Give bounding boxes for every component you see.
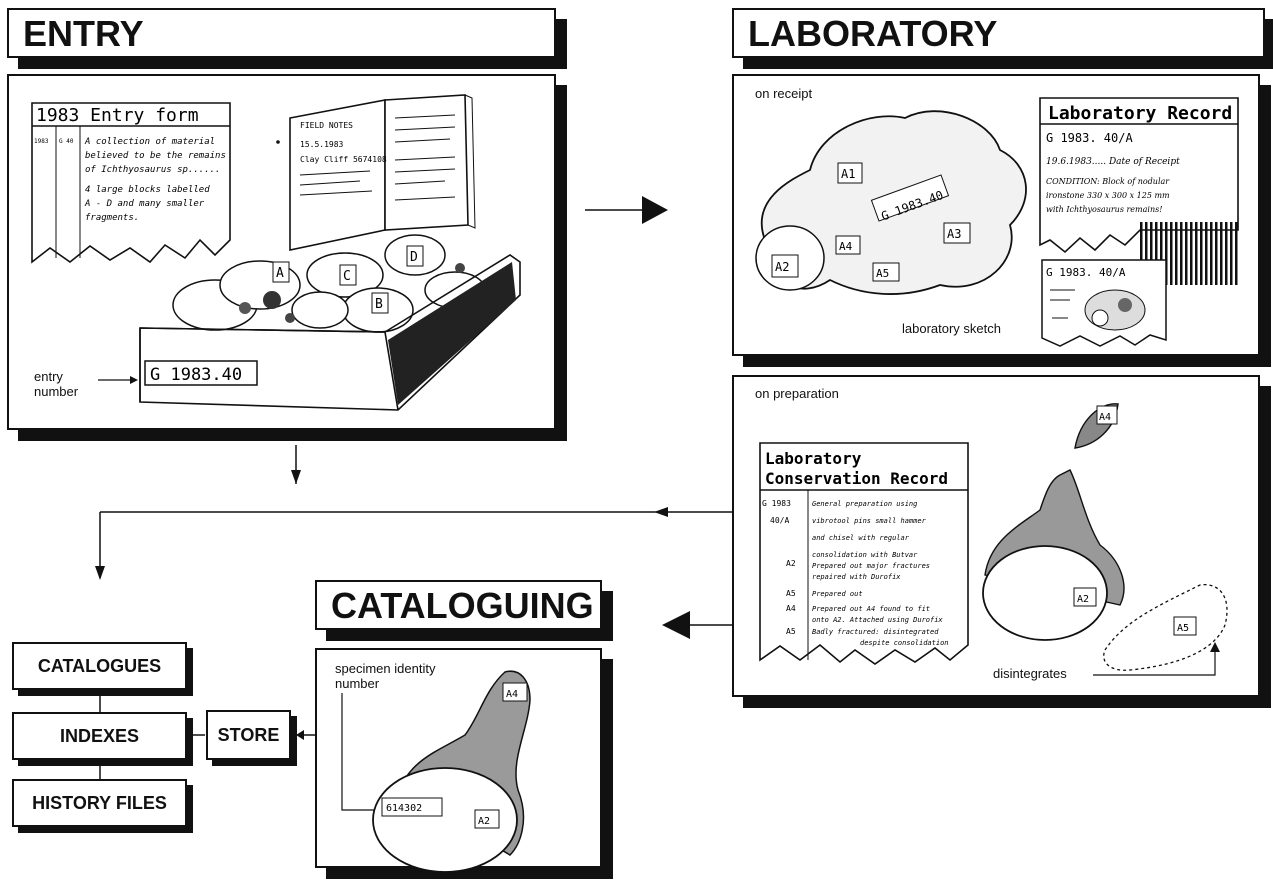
record-note: onto A2. Attached using Durofix [812, 616, 943, 624]
rock-label: A1 [841, 167, 855, 181]
record-note: Prepared out major fractures [812, 562, 930, 570]
identity-label: specimen identity number [335, 661, 436, 691]
record-note: General preparation using [812, 500, 917, 508]
record-note: despite consolidation [860, 639, 949, 647]
record-id: A4 [786, 604, 796, 613]
prepared-fragments: A4 A2 A5 [982, 403, 1228, 676]
entry-form-lines: A collection of material believed to be … [84, 137, 226, 223]
box-label: A [276, 266, 284, 281]
record-note: Prepared out [812, 590, 863, 598]
svg-text:1983: 1983 [34, 138, 49, 145]
laboratory-record: Laboratory Record G 1983. 40/A 19.6.1983… [1039, 97, 1239, 285]
catalogues-box: CATALOGUES [12, 642, 187, 690]
record-note: repaired with Durofix [812, 573, 901, 581]
fragment-label: A4 [1099, 412, 1111, 423]
laboratory-title: LABORATORY [732, 8, 1265, 58]
record-note: Badly fractured: disintegrated [812, 628, 939, 636]
specimen-label: A2 [478, 816, 490, 827]
box-label: B [375, 297, 383, 312]
box-label: D [410, 250, 418, 265]
history-files-box: HISTORY FILES [12, 779, 187, 827]
entry-form: 1983 Entry form 1983 G 40 [31, 102, 231, 264]
entry-title: ENTRY [7, 8, 556, 58]
preparation-feed-arrowhead [654, 507, 668, 517]
entry-form-line: fragments. [85, 213, 139, 223]
record-id: A5 [786, 589, 796, 598]
store-box: STORE [206, 710, 291, 760]
record-note: Prepared out A4 found to fit [812, 605, 930, 613]
prep-to-catalog-arrowhead [662, 611, 690, 639]
record-note: consolidation with Butvar [812, 551, 918, 559]
sketch-caption: laboratory sketch [902, 321, 1001, 336]
entry-down-arrowhead [291, 470, 301, 484]
preparation-caption: on preparation [755, 386, 839, 401]
entry-form-title: 1983 Entry form [36, 105, 199, 126]
record-note: vibrotool pins small hammer [812, 517, 927, 525]
entry-form-line: A collection of material [84, 137, 215, 147]
rock-label: A3 [947, 227, 961, 241]
entry-to-lab-arrowhead [642, 196, 668, 224]
record-id: A5 [786, 627, 796, 636]
entry-form-line: of Ichthyosaurus sp...... [85, 165, 220, 175]
field-notes-title: FIELD NOTES [300, 121, 353, 130]
rock-label: A5 [876, 267, 889, 280]
lab-record-line: ironstone 330 x 300 x 125 mm [1046, 191, 1170, 200]
field-notes-line: Clay Cliff 5674108 [300, 155, 387, 164]
field-notes-book: FIELD NOTES 15.5.1983 Clay Cliff 5674108 [276, 94, 476, 251]
conservation-record-title: Laboratory [765, 449, 862, 468]
entry-form-line: 4 large blocks labelled [85, 185, 210, 195]
specimen-box: A C D B G 1983.40 [98, 234, 521, 411]
rock-label: A2 [775, 260, 789, 274]
fragment-label: A2 [1077, 594, 1089, 605]
record-id: G 1983 [762, 499, 791, 508]
record-id: 40/A [770, 516, 789, 525]
specimen-label: A4 [506, 689, 518, 700]
conservation-record-title: Conservation Record [765, 469, 948, 488]
svg-text:G 40: G 40 [59, 138, 74, 145]
cataloguing-title: CATALOGUING [315, 580, 602, 630]
lab-record-line: 19.6.1983..... Date of Receipt [1046, 157, 1180, 167]
lab-record-line: CONDITION: Block of nodular [1046, 177, 1170, 186]
laboratory-sketch: G 1983. 40/A [1041, 259, 1167, 347]
indexes-box: INDEXES [12, 712, 187, 760]
field-notes-line: 15.5.1983 [300, 140, 344, 149]
lab-record-line: G 1983. 40/A [1046, 131, 1133, 145]
to-catalogues-arrowhead [95, 566, 105, 580]
specimen-label: 614302 [386, 803, 422, 814]
entry-number-label: entry number [34, 369, 79, 399]
lab-record-line: with Ichthyosaurus remains! [1046, 205, 1162, 214]
fragment-label: A5 [1177, 623, 1189, 634]
entry-form-line: believed to be the remains [85, 151, 226, 161]
disintegrates-label: disintegrates [993, 666, 1067, 681]
box-label: C [343, 269, 351, 284]
record-id: A2 [786, 559, 796, 568]
rock-label: A4 [839, 240, 853, 253]
lab-record-title: Laboratory Record [1048, 103, 1232, 124]
sketch-number: G 1983. 40/A [1046, 266, 1126, 279]
record-note: and chisel with regular [812, 534, 910, 542]
entry-form-line: A - D and many smaller [84, 199, 205, 209]
rock-block: A1 A4 G 1983.40 A3 A2 A5 [755, 110, 1027, 295]
receipt-caption: on receipt [755, 86, 813, 101]
catalog-to-store-arrowhead [296, 730, 304, 740]
box-number-tag [144, 360, 258, 386]
box-number: G 1983.40 [150, 365, 242, 385]
conservation-record: Laboratory Conservation Record G 1983 40… [759, 442, 969, 665]
